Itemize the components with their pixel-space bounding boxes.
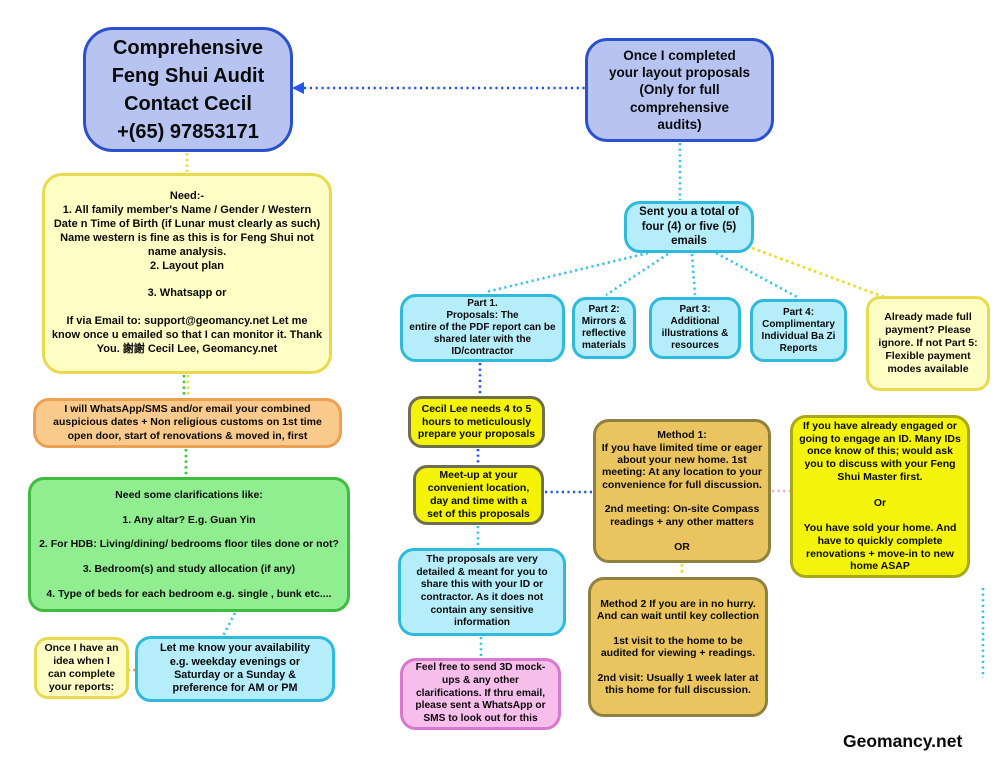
node-need-list: Need:- 1. All family member's Name / Gen… xyxy=(42,173,332,374)
connector-emails-part3 xyxy=(690,253,697,296)
node-part1: Part 1. Proposals: The entire of the PDF… xyxy=(400,294,565,362)
node-part4: Part 4: Complimentary Individual Ba Zi R… xyxy=(750,299,847,362)
node-whatsapp-dates: I will WhatsApp/SMS and/or email your co… xyxy=(33,398,342,448)
node-mockups: Feel free to send 3D mock-ups & any othe… xyxy=(400,658,561,730)
connector-emails-part2 xyxy=(605,252,669,297)
node-reports-timing: Once I have an idea when I can complete … xyxy=(34,637,129,699)
node-clarifications: Need some clarifications like: 1. Any al… xyxy=(28,477,350,612)
node-payment: Already made full payment? Please ignore… xyxy=(866,296,990,391)
node-method2: Method 2 If you are in no hurry. And can… xyxy=(588,577,768,717)
connector-emails-part4 xyxy=(715,251,798,299)
node-completed-proposals: Once I completed your layout proposals (… xyxy=(585,38,774,142)
footer-brand: Geomancy.net xyxy=(843,731,963,751)
node-method1: Method 1: If you have limited time or ea… xyxy=(593,419,771,563)
node-title: Comprehensive Feng Shui Audit Contact Ce… xyxy=(83,27,293,152)
connector-emails-part1 xyxy=(485,251,649,294)
connector-clarify-availability xyxy=(221,612,237,637)
node-meetup: Meet-up at your convenient location, day… xyxy=(413,465,544,525)
node-emails-sent: Sent you a total of four (4) or five (5)… xyxy=(624,201,754,253)
arrowhead-to-title xyxy=(292,82,304,94)
node-availability: Let me know your availability e.g. weekd… xyxy=(135,636,335,702)
node-engaged-id: If you have already engaged or going to … xyxy=(790,415,970,578)
node-cecil-hours: Cecil Lee needs 4 to 5 hours to meticulo… xyxy=(408,396,545,448)
connector-emails-payment xyxy=(751,246,885,299)
node-part3: Part 3: Additional illustrations & resou… xyxy=(649,297,741,359)
node-part2: Part 2: Mirrors & reflective materials xyxy=(572,297,636,359)
node-proposals-detailed: The proposals are very detailed & meant … xyxy=(398,548,566,636)
